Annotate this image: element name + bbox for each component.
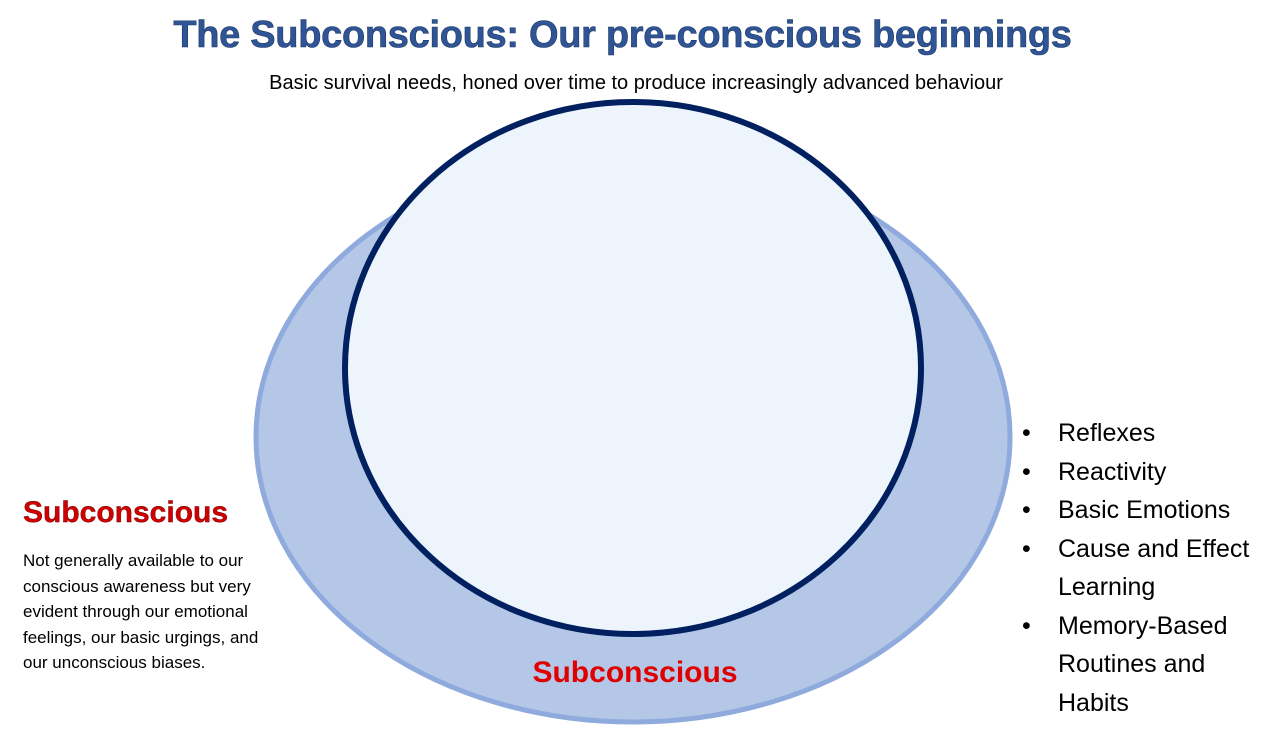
subconscious-label: Subconscious (532, 656, 738, 689)
list-item: •Cause and Effect Learning (1020, 530, 1253, 607)
inner-circle (342, 99, 924, 637)
bullet-icon: • (1022, 419, 1031, 447)
diagram-title: The Subconscious: Our pre-conscious begi… (173, 14, 1072, 57)
bullet-icon: • (1022, 457, 1031, 486)
side-description: Not generally available to our conscious… (23, 551, 259, 672)
diagram-subtitle: Basic survival needs, honed over time to… (269, 72, 1003, 94)
list-item: •Reactivity (1020, 453, 1268, 492)
side-title: Subconscious (23, 496, 229, 529)
list-item: •Basic Emotions (1020, 491, 1268, 530)
list-item: •Memory-Based Routines and Habits (1020, 607, 1258, 723)
bullet-icon: • (1022, 534, 1031, 563)
trait-list: •Reflexes •Reactivity •Basic Emotions •C… (1020, 414, 1268, 722)
bullet-icon: • (1022, 611, 1031, 640)
list-item: •Reflexes (1020, 414, 1268, 453)
bullet-icon: • (1022, 496, 1031, 524)
